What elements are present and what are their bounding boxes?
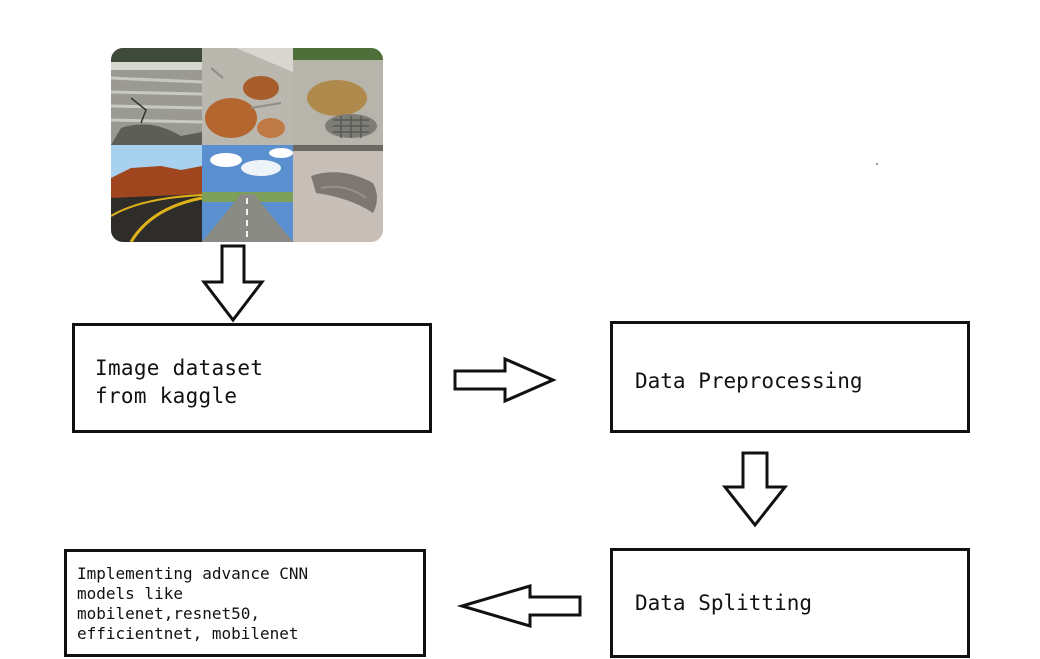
preprocessing-label: Data Preprocessing xyxy=(635,369,863,393)
right-arrow-icon xyxy=(453,356,557,404)
dataset-box: Image dataset from kaggle xyxy=(72,323,432,433)
down-arrow-icon xyxy=(200,244,266,323)
splitting-label: Data Splitting xyxy=(635,591,813,615)
models-label: Implementing advance CNN models like mob… xyxy=(77,564,309,643)
pothole-pavement-photo xyxy=(293,145,383,242)
models-box: Implementing advance CNN models like mob… xyxy=(64,549,426,657)
desert-highway-photo xyxy=(111,145,203,242)
preprocessing-box: Data Preprocessing xyxy=(610,321,970,433)
worn-road-cracks-photo xyxy=(111,48,203,145)
down-arrow-icon xyxy=(721,451,789,528)
left-arrow-icon xyxy=(456,583,582,629)
flooded-road-manhole-photo xyxy=(293,48,383,145)
splitting-box: Data Splitting xyxy=(610,548,970,658)
dataset-label: Image dataset from kaggle xyxy=(95,356,264,408)
muddy-potholes-photo xyxy=(202,48,293,145)
stray-dot xyxy=(876,163,878,165)
straight-road-sky-photo xyxy=(202,145,293,242)
road-images-mosaic xyxy=(111,48,383,242)
